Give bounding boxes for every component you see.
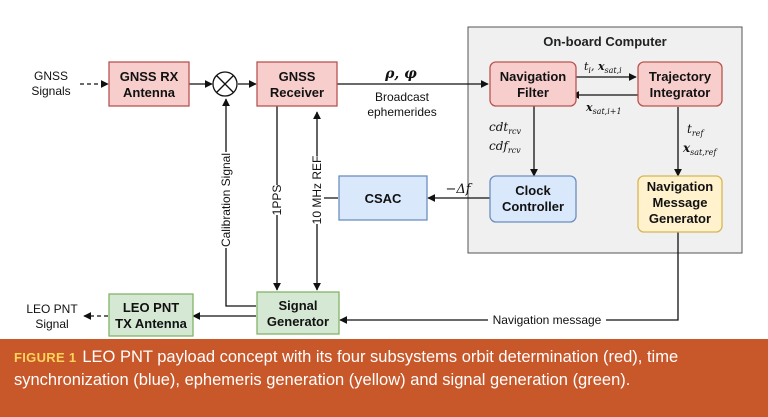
- nav-message-generator-line1: Navigation: [647, 179, 714, 194]
- onboard-computer-title: On-board Computer: [543, 34, 667, 49]
- csac-label: CSAC: [365, 191, 402, 206]
- cdt-rcv-label: cdtrcv: [489, 120, 522, 136]
- xsat-next-label: xsat,i+1: [585, 101, 622, 116]
- broadcast-ephemerides-line2: ephemerides: [367, 105, 436, 119]
- gnss-rx-antenna-line2: Antenna: [123, 85, 176, 100]
- calibration-signal-label: Calibration Signal: [219, 153, 233, 247]
- mixer-symbol: [212, 71, 238, 97]
- nav-message-label-bg: [488, 313, 606, 327]
- nav-message-generator-block: Navigation Message Generator: [637, 175, 723, 233]
- pps-group: 1PPS: [270, 185, 284, 216]
- leo-pnt-tx-antenna-line1: LEO PNT: [123, 300, 179, 315]
- nav-message-generator-line3: Generator: [649, 211, 711, 226]
- signal-generator-line1: Signal: [278, 298, 317, 313]
- gnss-signals-label-2: Signals: [31, 84, 70, 98]
- pps-label: 1PPS: [270, 185, 284, 216]
- navigation-message-line: [339, 232, 679, 324]
- caption-label: FIGURE 1: [14, 350, 77, 365]
- gnss-receiver-line1: GNSS: [279, 69, 316, 84]
- ti-xsat-label: ti, xsat,i: [584, 60, 622, 75]
- clock-controller-line2: Controller: [502, 199, 564, 214]
- gnss-signals-label-1: GNSS: [34, 69, 68, 83]
- rho-phi-label: ρ, φ: [384, 66, 417, 82]
- mhz-ref-group: 10 MHz REF: [310, 156, 324, 225]
- cdf-rcv-label: cdfrcv: [489, 139, 521, 155]
- trajectory-integrator-block: Trajectory Integrator: [637, 61, 723, 107]
- caption-text: LEO PNT payload concept with its four su…: [14, 348, 679, 389]
- delta-f-label: −Δf: [445, 182, 472, 197]
- leo-pnt-tx-antenna-line2: TX Antenna: [115, 316, 188, 331]
- mhz-ref-label: 10 MHz REF: [310, 156, 324, 225]
- trajectory-integrator-line1: Trajectory: [649, 69, 712, 84]
- gnss-rx-antenna-block: GNSS RX Antenna: [108, 61, 190, 107]
- csac-block: CSAC: [338, 175, 428, 221]
- xsat-ref-label: xsat,ref: [682, 141, 718, 157]
- gnss-receiver-block: GNSS Receiver: [256, 61, 338, 107]
- trajectory-integrator-line2: Integrator: [650, 85, 711, 100]
- leo-pnt-tx-antenna-block: LEO PNT TX Antenna: [108, 293, 194, 337]
- calibration-signal-group: Calibration Signal: [219, 152, 233, 248]
- gnss-receiver-line2: Receiver: [270, 85, 324, 100]
- navigation-filter-line2: Filter: [517, 85, 549, 100]
- clock-controller-line1: Clock: [515, 183, 551, 198]
- broadcast-ephemerides-line1: Broadcast: [375, 90, 430, 104]
- leo-pnt-signal-label-1: LEO PNT: [26, 302, 78, 316]
- tref-label: tref: [687, 122, 705, 138]
- diagram: On-board Computer: [26, 26, 743, 337]
- leo-pnt-signal-label-2: Signal: [35, 317, 68, 331]
- gnss-rx-antenna-line1: GNSS RX: [120, 69, 179, 84]
- navigation-message-label: Navigation message: [493, 313, 602, 327]
- navigation-filter-block: Navigation Filter: [489, 61, 577, 107]
- clock-controller-block: Clock Controller: [489, 175, 577, 223]
- navigation-filter-line1: Navigation: [500, 69, 567, 84]
- nav-message-generator-line2: Message: [653, 195, 708, 210]
- signal-generator-block: Signal Generator: [256, 291, 340, 335]
- signal-generator-line2: Generator: [267, 314, 329, 329]
